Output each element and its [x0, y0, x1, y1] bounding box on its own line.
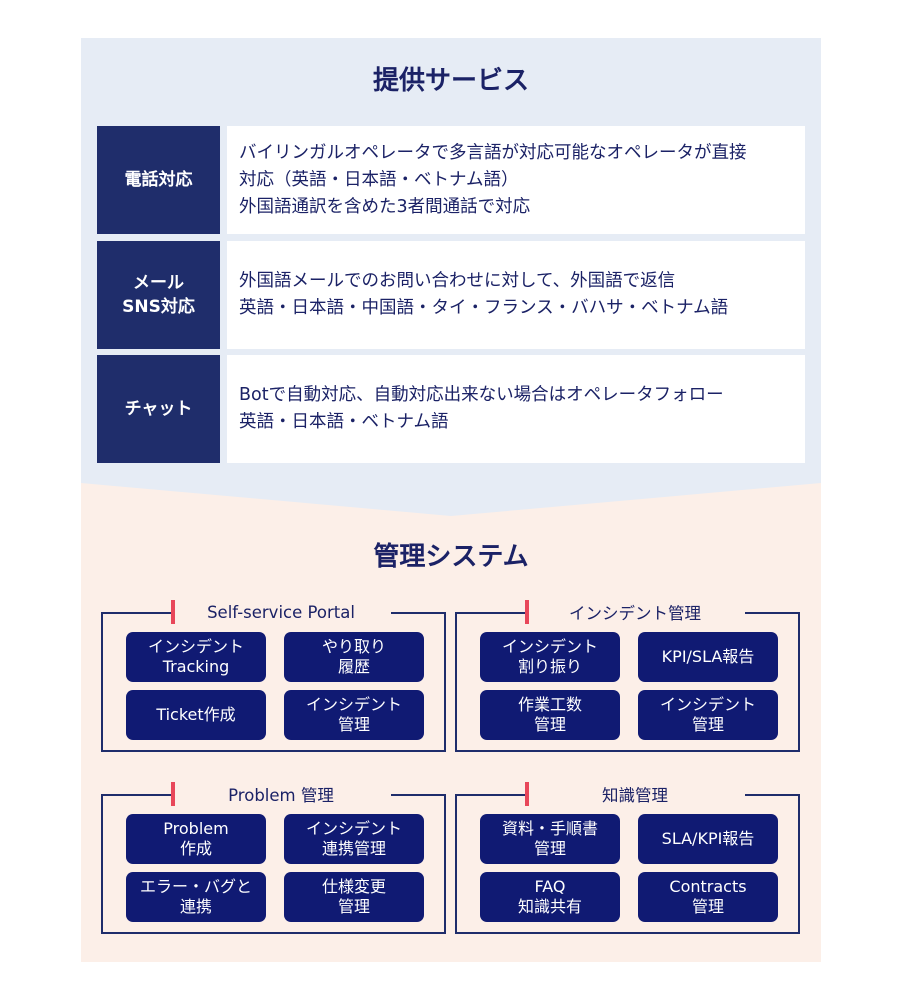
feature-workload-management[interactable]: 作業工数 管理: [480, 690, 620, 740]
feature-document-management[interactable]: 資料・手順書 管理: [480, 814, 620, 864]
panel-header: Problem 管理: [171, 782, 391, 806]
red-marker: [171, 782, 175, 806]
feature-incident-management[interactable]: インシデント 管理: [638, 690, 778, 740]
service-description: 外国語メールでのお問い合わせに対して、外国語で返信 英語・日本語・中国語・タイ・…: [227, 241, 805, 349]
panel-knowledge-management: 知識管理 資料・手順書 管理 SLA/KPI報告 FAQ 知識共有 Contra…: [455, 782, 800, 934]
service-row-chat: チャット Botで自動対応、自動対応出来ない場合はオペレータフォロー 英語・日本…: [97, 355, 805, 463]
service-description: バイリンガルオペレータで多言語が対応可能なオペレータが直接 対応（英語・日本語・…: [227, 126, 805, 234]
panel-problem-management: Problem 管理 Problem 作成 インシデント 連携管理 エラー・バグ…: [101, 782, 446, 934]
panel-header: 知識管理: [525, 782, 745, 806]
panel-header: Self-service Portal: [171, 600, 391, 624]
feature-error-bug-link[interactable]: エラー・バグと 連携: [126, 872, 266, 922]
red-marker: [525, 782, 529, 806]
service-label: チャット: [97, 355, 220, 463]
red-marker: [171, 600, 175, 624]
feature-contracts-management[interactable]: Contracts 管理: [638, 872, 778, 922]
feature-incident-link-management[interactable]: インシデント 連携管理: [284, 814, 424, 864]
feature-incident-tracking[interactable]: インシデント Tracking: [126, 632, 266, 682]
feature-exchange-history[interactable]: やり取り 履歴: [284, 632, 424, 682]
feature-incident-assignment[interactable]: インシデント 割り振り: [480, 632, 620, 682]
panel-title: 知識管理: [602, 786, 668, 805]
panel-incident-management: インシデント管理 インシデント 割り振り KPI/SLA報告 作業工数 管理 イ…: [455, 600, 800, 752]
panel-title: インシデント管理: [569, 604, 701, 623]
services-title: 提供サービス: [372, 66, 529, 96]
service-label: 電話対応: [97, 126, 220, 234]
service-row-phone: 電話対応 バイリンガルオペレータで多言語が対応可能なオペレータが直接 対応（英語…: [97, 126, 805, 234]
panel-header: インシデント管理: [525, 600, 745, 624]
panel-title: Problem 管理: [228, 786, 334, 805]
panel-title: Self-service Portal: [207, 602, 355, 622]
feature-faq-knowledge-sharing[interactable]: FAQ 知識共有: [480, 872, 620, 922]
feature-problem-creation[interactable]: Problem 作成: [126, 814, 266, 864]
management-title: 管理システム: [373, 542, 529, 572]
panel-self-service-portal: Self-service Portal インシデント Tracking やり取り…: [101, 600, 446, 752]
feature-ticket-creation[interactable]: Ticket作成: [126, 690, 266, 740]
service-label: メール SNS対応: [97, 241, 220, 349]
service-row-mail-sns: メール SNS対応 外国語メールでのお問い合わせに対して、外国語で返信 英語・日…: [97, 241, 805, 349]
feature-sla-kpi-report[interactable]: SLA/KPI報告: [638, 814, 778, 864]
red-marker: [525, 600, 529, 624]
feature-incident-management[interactable]: インシデント 管理: [284, 690, 424, 740]
feature-kpi-sla-report[interactable]: KPI/SLA報告: [638, 632, 778, 682]
feature-spec-change-management[interactable]: 仕様変更 管理: [284, 872, 424, 922]
service-description: Botで自動対応、自動対応出来ない場合はオペレータフォロー 英語・日本語・ベトナ…: [227, 355, 805, 463]
